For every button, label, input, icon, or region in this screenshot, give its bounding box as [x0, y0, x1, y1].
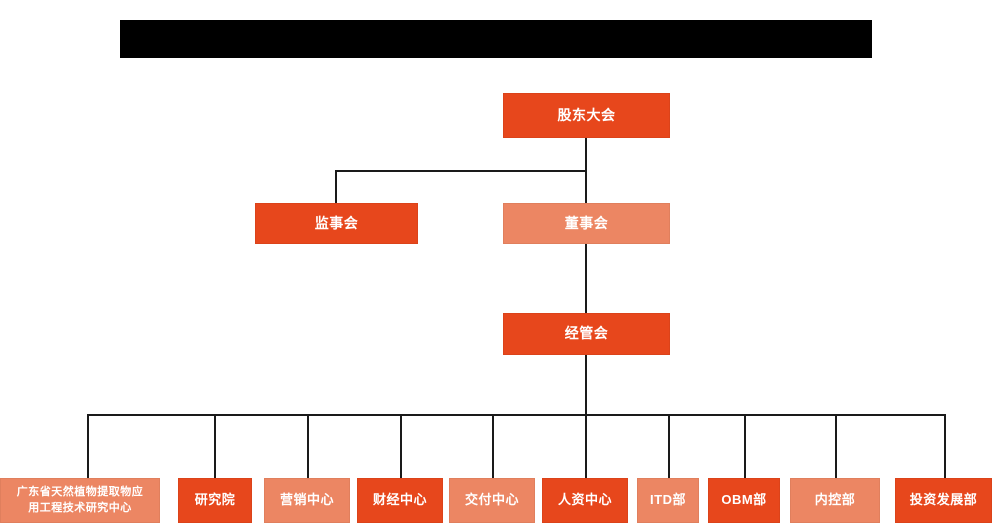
connector-drop-hr	[585, 414, 587, 478]
node-label: 研究院	[194, 492, 236, 508]
connector-to-supervisors	[335, 170, 337, 204]
connector-drop-obm	[744, 414, 746, 478]
node-label: ITD部	[650, 492, 686, 508]
node-delivery-center[interactable]: 交付中心	[449, 478, 535, 523]
node-internal-control-department[interactable]: 内控部	[790, 478, 880, 523]
node-finance-center[interactable]: 财经中心	[357, 478, 443, 523]
node-label: 股东大会	[557, 106, 616, 123]
node-label: 广东省天然植物提取物应 用工程技术研究中心	[16, 486, 144, 514]
node-label: OBM部	[721, 492, 767, 508]
node-shareholders-meeting[interactable]: 股东大会	[503, 93, 670, 138]
connector-drop-internal-ctrl	[835, 414, 837, 478]
node-investment-development-department[interactable]: 投资发展部	[895, 478, 992, 523]
node-label: 人资中心	[557, 492, 612, 508]
connector-shareholders-down	[585, 138, 587, 172]
connector-drop-marketing	[307, 414, 309, 478]
node-board-of-supervisors[interactable]: 监事会	[255, 203, 418, 244]
node-board-of-directors[interactable]: 董事会	[503, 203, 670, 244]
node-obm-department[interactable]: OBM部	[708, 478, 780, 523]
connector-drop-investment	[944, 414, 946, 478]
node-management-committee[interactable]: 经管会	[503, 313, 670, 355]
connector-board-to-management	[585, 243, 587, 314]
node-label: 内控部	[814, 492, 856, 508]
redacted-title-bar	[120, 20, 872, 58]
node-engineering-research-center[interactable]: 广东省天然植物提取物应 用工程技术研究中心	[0, 478, 160, 523]
connector-drop-research-inst	[214, 414, 216, 478]
node-label: 董事会	[564, 214, 609, 231]
node-label: 监事会	[314, 214, 359, 231]
node-itd-department[interactable]: ITD部	[637, 478, 699, 523]
node-label: 营销中心	[279, 492, 334, 508]
node-research-institute[interactable]: 研究院	[178, 478, 252, 523]
connector-tier2-bus	[335, 170, 587, 172]
node-marketing-center[interactable]: 营销中心	[264, 478, 350, 523]
node-label: 交付中心	[464, 492, 519, 508]
node-label: 财经中心	[372, 492, 427, 508]
connector-drop-eng-center	[87, 414, 89, 478]
connector-bottom-bus	[87, 414, 945, 416]
connector-management-down	[585, 355, 587, 416]
node-human-resources-center[interactable]: 人资中心	[542, 478, 628, 523]
connector-to-board	[585, 170, 587, 204]
node-label: 经管会	[564, 325, 609, 342]
connector-drop-itd	[668, 414, 670, 478]
node-label: 投资发展部	[909, 492, 978, 508]
connector-drop-finance	[400, 414, 402, 478]
connector-drop-delivery	[492, 414, 494, 478]
